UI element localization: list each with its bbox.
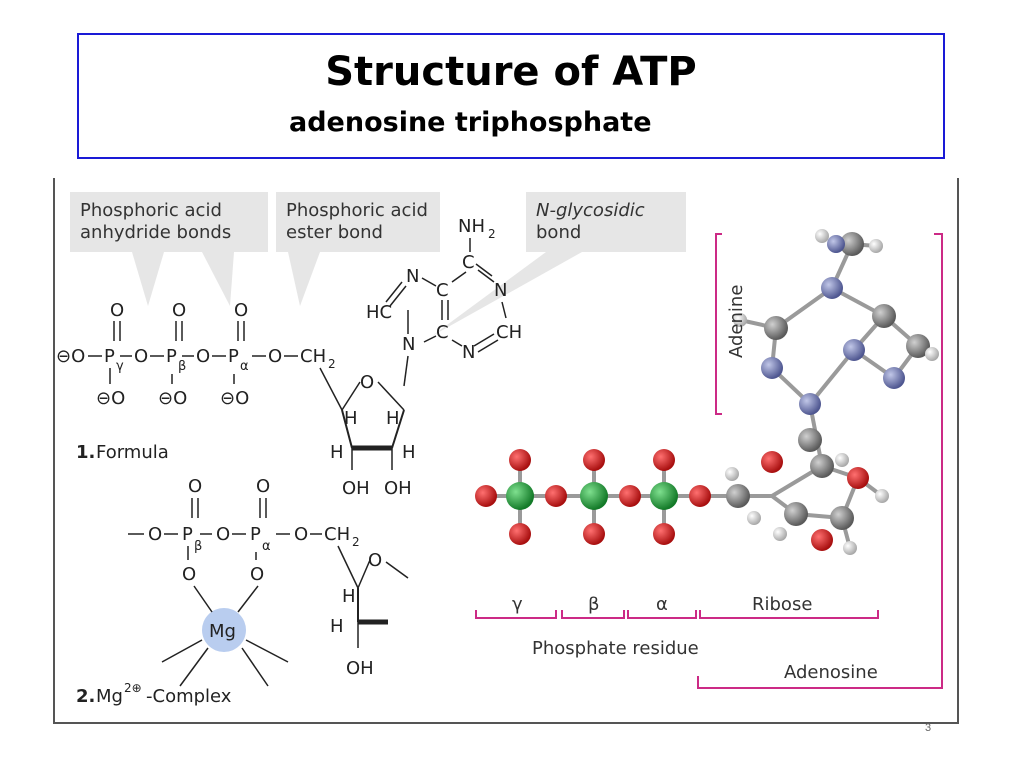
callout-glycosidic: N-glycosidic bond [432,192,686,336]
formula-nh2: NH [458,216,485,237]
svg-text:OH: OH [384,478,412,499]
callout-ester-line2: ester bond [286,222,383,243]
svg-text:CH: CH [300,346,326,367]
label-ribose: Ribose [752,594,812,615]
label-adenosine: Adenosine [784,662,878,683]
model-labels: Adenine γ β α Ribose Phosphate residue A… [512,285,878,683]
formula-nh2-sub: 2 [488,227,496,241]
svg-text:O: O [256,476,270,497]
svg-text:CH: CH [496,322,522,343]
slide-subtitle: adenosine triphosphate [289,107,652,138]
label-beta: β [588,594,600,615]
svg-text:O: O [234,300,248,321]
svg-text:O: O [188,476,202,497]
svg-text:H: H [342,586,356,607]
svg-text:O: O [360,372,374,393]
svg-text:O: O [148,524,162,545]
svg-text:P: P [182,524,193,545]
svg-text:2: 2 [328,357,336,371]
atp-figure: Phosphoric acid anhydride bonds Phosphor… [52,178,960,724]
atp-formula: ⊖O P γ O P β O P α O CH 2 O O O ⊖O ⊖O ⊖O… [56,216,522,499]
svg-text:O: O [182,564,196,585]
label-phosphate-residue: Phosphate residue [532,638,699,659]
svg-text:O: O [294,524,308,545]
svg-text:C: C [436,280,449,301]
formula-label: Formula [96,442,169,463]
svg-text:O: O [172,300,186,321]
svg-text:N: N [406,266,419,287]
formula-gamma: γ [116,359,124,374]
svg-text:O: O [196,346,210,367]
svg-text:⊖O: ⊖O [96,388,125,409]
svg-text:O: O [134,346,148,367]
svg-text:⊖O: ⊖O [56,346,85,367]
callout-glycosidic-line1: N-glycosidic [536,200,645,221]
callout-ester-line1: Phosphoric acid [286,200,428,221]
callout-anhydride-line1: Phosphoric acid [80,200,222,221]
svg-text:α: α [262,539,271,554]
label-gamma: γ [512,594,523,615]
svg-text:CH: CH [324,524,350,545]
svg-text:β: β [194,539,202,554]
svg-text:OH: OH [342,478,370,499]
complex-label-pre: Mg [96,686,123,707]
atp-diagram: Phosphoric acid anhydride bonds Phosphor… [53,178,959,724]
svg-text:H: H [386,408,400,429]
slide-title: Structure of ATP [325,49,697,95]
svg-text:H: H [330,442,344,463]
svg-text:P: P [228,346,239,367]
ball-stick-model [475,229,939,555]
formula-beta: β [178,359,186,374]
svg-text:P: P [250,524,261,545]
svg-text:H: H [344,408,358,429]
callout-glycosidic-line2: bond [536,222,581,243]
formula-label-num: 1. [76,442,95,463]
svg-text:C: C [436,322,449,343]
callout-ester: Phosphoric acid ester bond [276,192,440,306]
svg-text:OH: OH [346,658,374,679]
svg-text:H: H [402,442,416,463]
complex-label-post: -Complex [146,686,232,707]
svg-text:O: O [268,346,282,367]
svg-text:O: O [368,550,382,571]
svg-text:H: H [330,616,344,637]
callout-anhydride-line2: anhydride bonds [80,222,231,243]
svg-text:P: P [104,346,115,367]
label-alpha: α [656,594,668,615]
slide-number: 3 [925,722,932,734]
svg-text:N: N [494,280,507,301]
svg-text:2: 2 [352,535,360,549]
mg-ion [202,608,246,652]
svg-text:O: O [250,564,264,585]
label-adenine: Adenine [726,285,747,358]
complex-label-sup: 2⊕ [124,681,142,695]
svg-text:N: N [462,342,475,363]
complex-label-num: 2. [76,686,95,707]
callout-anhydride: Phosphoric acid anhydride bonds [70,192,268,306]
svg-text:O: O [110,300,124,321]
svg-text:HC: HC [366,302,392,323]
mg-complex: O P β O P α O CH 2 O O O O Mg O [76,476,409,707]
svg-text:N: N [402,334,415,355]
mg-ion-label: Mg [209,621,236,642]
title-box: Structure of ATP adenosine triphosphate [77,33,945,159]
svg-text:⊖O: ⊖O [158,388,187,409]
svg-text:O: O [216,524,230,545]
svg-text:C: C [462,252,475,273]
model-brackets [475,233,943,689]
svg-text:⊖O: ⊖O [220,388,249,409]
svg-text:P: P [166,346,177,367]
formula-alpha: α [240,359,249,374]
